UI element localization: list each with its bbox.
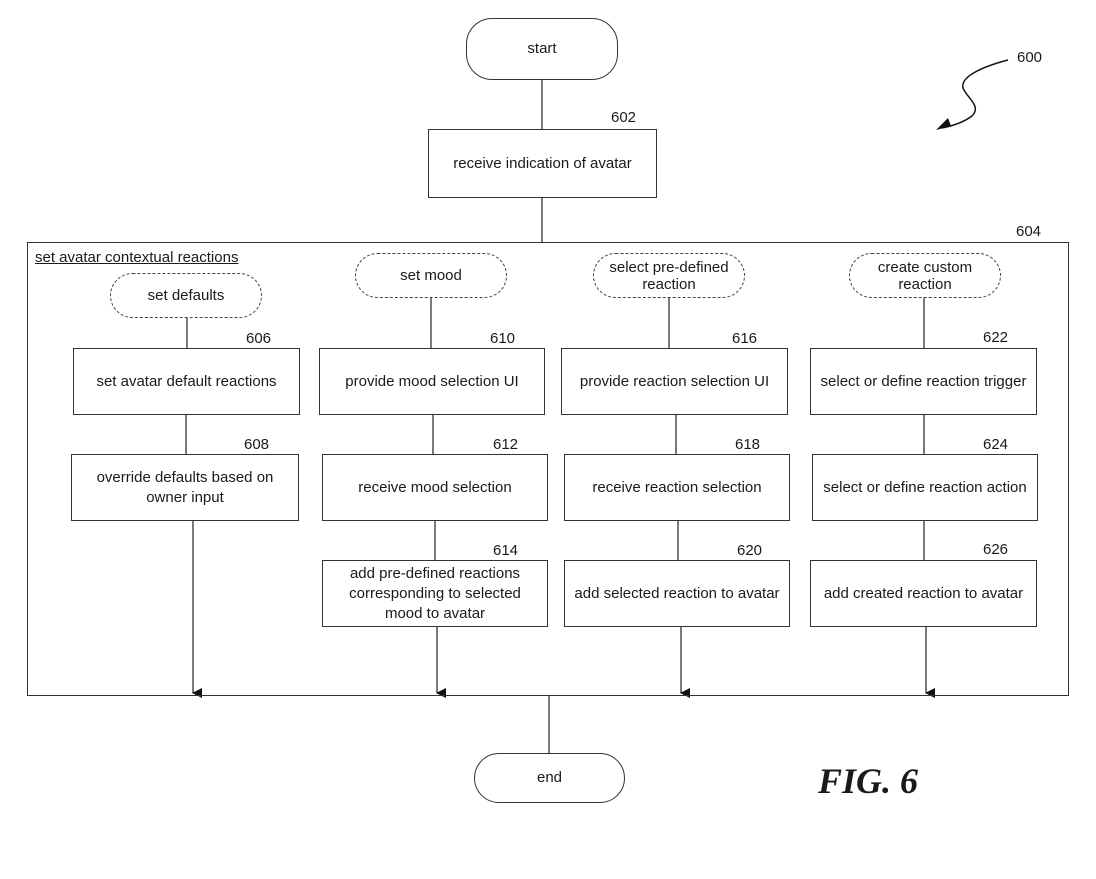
- group-604-ref: 604: [1016, 223, 1042, 240]
- wavy-arrow-icon: [941, 59, 1009, 129]
- entry-select-predefined-reaction: select pre-defined reaction: [593, 253, 745, 298]
- group-604-frame: [27, 242, 1069, 696]
- step-624-ref: 624: [983, 436, 1009, 453]
- arrowhead-icon: [936, 118, 951, 130]
- step-616-ref: 616: [732, 330, 758, 347]
- step-624-box: select or define reaction action: [812, 454, 1038, 521]
- group-604-title: set avatar contextual reactions: [35, 249, 239, 266]
- end-label: end: [536, 769, 563, 786]
- step-616-label: provide reaction selection UI: [579, 372, 770, 390]
- step-626-label: add created reaction to avatar: [823, 584, 1024, 602]
- step-626-box: add created reaction to avatar: [810, 560, 1037, 627]
- step-614-label: add pre-defined reactions corresponding …: [349, 564, 521, 622]
- step-620-box: add selected reaction to avatar: [564, 560, 790, 627]
- step-618-box: receive reaction selection: [564, 454, 790, 521]
- entry-label: set mood: [400, 266, 462, 284]
- step-622-ref: 622: [983, 329, 1009, 346]
- start-label: start: [527, 40, 557, 57]
- end-terminal: end: [474, 753, 625, 803]
- entry-label: set defaults: [147, 286, 225, 304]
- step-626-ref: 626: [983, 541, 1009, 558]
- step-608-label: override defaults based on owner input: [96, 468, 274, 506]
- figure-ref-number: 600: [1017, 49, 1043, 66]
- step-602-ref: 602: [611, 109, 637, 126]
- step-608-ref: 608: [244, 436, 270, 453]
- step-624-label: select or define reaction action: [823, 478, 1027, 496]
- step-612-box: receive mood selection: [322, 454, 548, 521]
- figure-label: FIG. 6: [818, 761, 919, 801]
- step-616-box: provide reaction selection UI: [561, 348, 788, 415]
- entry-set-defaults: set defaults: [110, 273, 262, 318]
- step-610-box: provide mood selection UI: [319, 348, 545, 415]
- entry-set-mood: set mood: [355, 253, 507, 298]
- step-606-box: set avatar default reactions: [73, 348, 300, 415]
- step-606-ref: 606: [246, 330, 272, 347]
- step-622-label: select or define reaction trigger: [820, 372, 1027, 390]
- step-602-box: receive indication of avatar: [428, 129, 657, 198]
- step-614-box: add pre-defined reactions corresponding …: [322, 560, 548, 627]
- step-614-ref: 614: [493, 542, 519, 559]
- step-622-box: select or define reaction trigger: [810, 348, 1037, 415]
- entry-label: create custom reaction: [877, 258, 973, 293]
- step-620-ref: 620: [737, 542, 763, 559]
- step-610-label: provide mood selection UI: [345, 372, 519, 390]
- step-620-label: add selected reaction to avatar: [574, 584, 780, 602]
- entry-label: select pre-defined reaction: [609, 258, 729, 293]
- step-618-ref: 618: [735, 436, 761, 453]
- step-610-ref: 610: [490, 330, 516, 347]
- entry-create-custom-reaction: create custom reaction: [849, 253, 1001, 298]
- step-618-label: receive reaction selection: [592, 478, 762, 496]
- step-612-ref: 612: [493, 436, 519, 453]
- start-terminal: start: [466, 18, 618, 80]
- step-608-box: override defaults based on owner input: [71, 454, 299, 521]
- step-606-label: set avatar default reactions: [96, 372, 277, 390]
- step-612-label: receive mood selection: [358, 478, 512, 496]
- step-602-label: receive indication of avatar: [453, 154, 632, 172]
